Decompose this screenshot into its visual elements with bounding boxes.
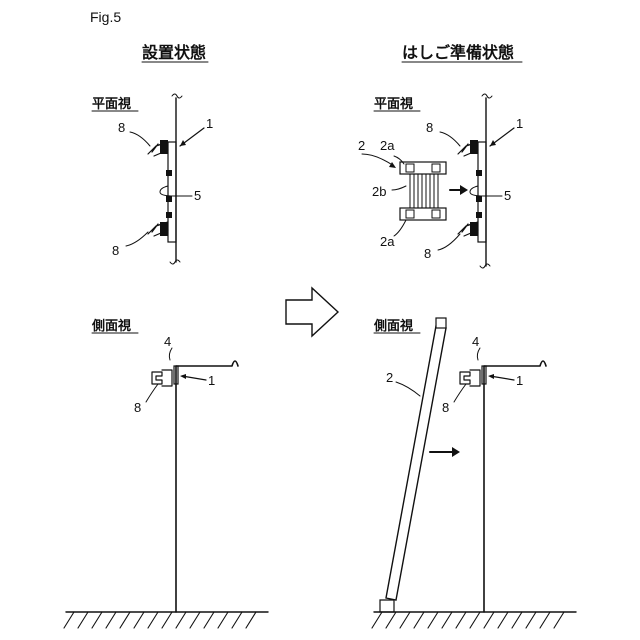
ref-5-plan-left: 5 (194, 188, 201, 203)
roof-edge-right (484, 361, 546, 366)
ref-8-plan-lower: 8 (112, 243, 119, 258)
ladder-folded-plan (400, 162, 446, 220)
bracket-hole (166, 212, 172, 218)
right-plan-view-label: 平面視 (374, 96, 413, 112)
ground-left (64, 612, 268, 628)
ref-1-side-left: 1 (208, 373, 215, 388)
ref-8-side-right: 8 (442, 400, 449, 415)
left-side-view-label: 側面視 (91, 318, 131, 334)
hook-side-right (460, 370, 480, 386)
ref-1-plan-right: 1 (516, 116, 523, 131)
bracket-hole (166, 170, 172, 176)
ref-8-side-left: 8 (134, 400, 141, 415)
ref-2b-plan: 2b (372, 184, 386, 199)
ref-2a-plan-upper: 2a (380, 138, 395, 153)
ref-1-plan-left: 1 (206, 116, 213, 131)
ref-4-side-left: 4 (164, 334, 171, 349)
hook-lower (148, 222, 168, 236)
hook-upper (148, 140, 168, 156)
roof-edge (176, 361, 238, 366)
bracket-plan (168, 142, 176, 242)
hook-side (152, 370, 172, 386)
transition-arrow (286, 288, 338, 336)
bracket-plan-right (478, 142, 486, 242)
ref-2-plan: 2 (358, 138, 365, 153)
left-plan-view-label: 平面視 (92, 96, 131, 112)
right-plan-view: 平面視 (358, 94, 523, 268)
ref-1-side-right: 1 (516, 373, 523, 388)
ref-2-side: 2 (386, 370, 393, 385)
ground-right (372, 612, 576, 628)
ladder-leaning (380, 318, 446, 612)
ref-8-plan-upper: 8 (118, 120, 125, 135)
hook-lower-right (458, 222, 478, 236)
hook-upper-right (458, 140, 478, 156)
bracket-hole (166, 196, 172, 202)
ref-8-plan-right-upper: 8 (426, 120, 433, 135)
left-side-view: 側面視 4 1 8 (64, 318, 268, 628)
right-side-view-label: 側面視 (373, 318, 413, 334)
left-plan-view: 平面視 8 8 1 5 (92, 94, 213, 264)
right-title: はしご準備状態 (402, 43, 514, 62)
ref-5-plan-right: 5 (504, 188, 511, 203)
figure-label: Fig.5 (90, 9, 121, 25)
ref-4-side-right: 4 (472, 334, 479, 349)
left-title: 設置状態 (142, 43, 206, 62)
right-side-view: 側面視 2 4 1 8 (372, 318, 576, 628)
ref-8-plan-right-lower: 8 (424, 246, 431, 261)
ref-2a-plan-lower: 2a (380, 234, 395, 249)
